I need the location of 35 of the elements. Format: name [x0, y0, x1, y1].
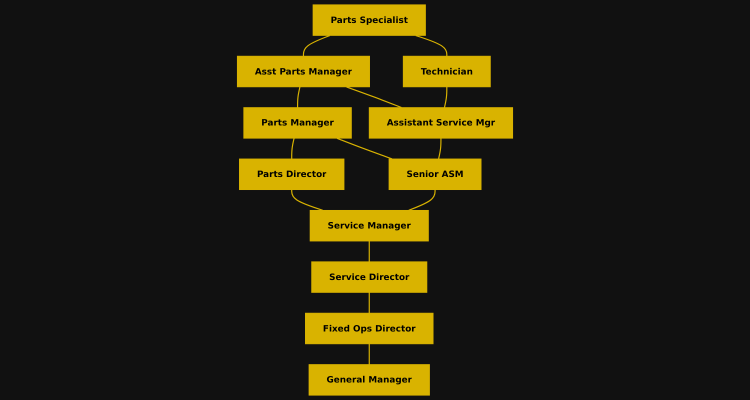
connector-line	[297, 86, 300, 108]
role-box	[312, 4, 426, 36]
role-title: Parts Manager	[261, 116, 334, 130]
role-title: Senior ASM	[406, 168, 464, 181]
connector-line	[291, 190, 323, 211]
role-title: Fixed Ops Director	[322, 322, 416, 336]
role-title: Parts Specialist	[330, 14, 408, 27]
role-box	[305, 312, 434, 344]
connector-line	[416, 34, 448, 56]
connector-line	[438, 138, 442, 160]
connector-line	[368, 344, 370, 364]
role-box	[388, 158, 482, 190]
role-box	[239, 158, 344, 190]
role-box	[402, 56, 491, 88]
role-title: Technician	[420, 65, 473, 78]
connector-line	[346, 86, 402, 108]
role-title: General Manager	[326, 373, 412, 386]
connector-line	[368, 241, 370, 262]
role-title: Asst Parts Manager	[254, 65, 352, 78]
role-title: Service Director	[329, 270, 410, 284]
role-box	[308, 364, 430, 396]
connector-line	[368, 292, 370, 314]
role-title: Parts Director	[256, 168, 326, 181]
connector-line	[408, 190, 436, 211]
connector-line	[302, 34, 330, 56]
role-box	[311, 261, 428, 293]
connector-line	[444, 86, 448, 108]
role-title: Service Manager	[328, 219, 411, 232]
role-title: Assistant Service Mgr	[386, 116, 496, 130]
connector-line	[336, 138, 392, 160]
role-box	[368, 107, 514, 139]
role-box	[236, 56, 370, 88]
connector-line	[291, 138, 295, 159]
role-box	[310, 210, 429, 242]
role-box	[243, 107, 352, 139]
